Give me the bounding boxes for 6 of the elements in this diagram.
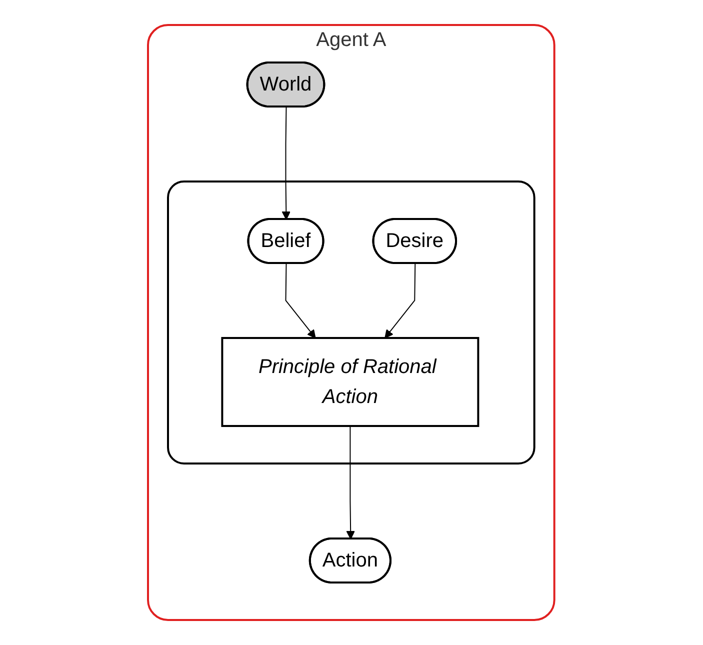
cluster [167,180,536,464]
arrow [384,263,416,338]
node-box: Principle of Rational Action [222,337,480,427]
arrow [286,263,316,338]
arrow [346,426,356,540]
arrow [282,106,291,220]
